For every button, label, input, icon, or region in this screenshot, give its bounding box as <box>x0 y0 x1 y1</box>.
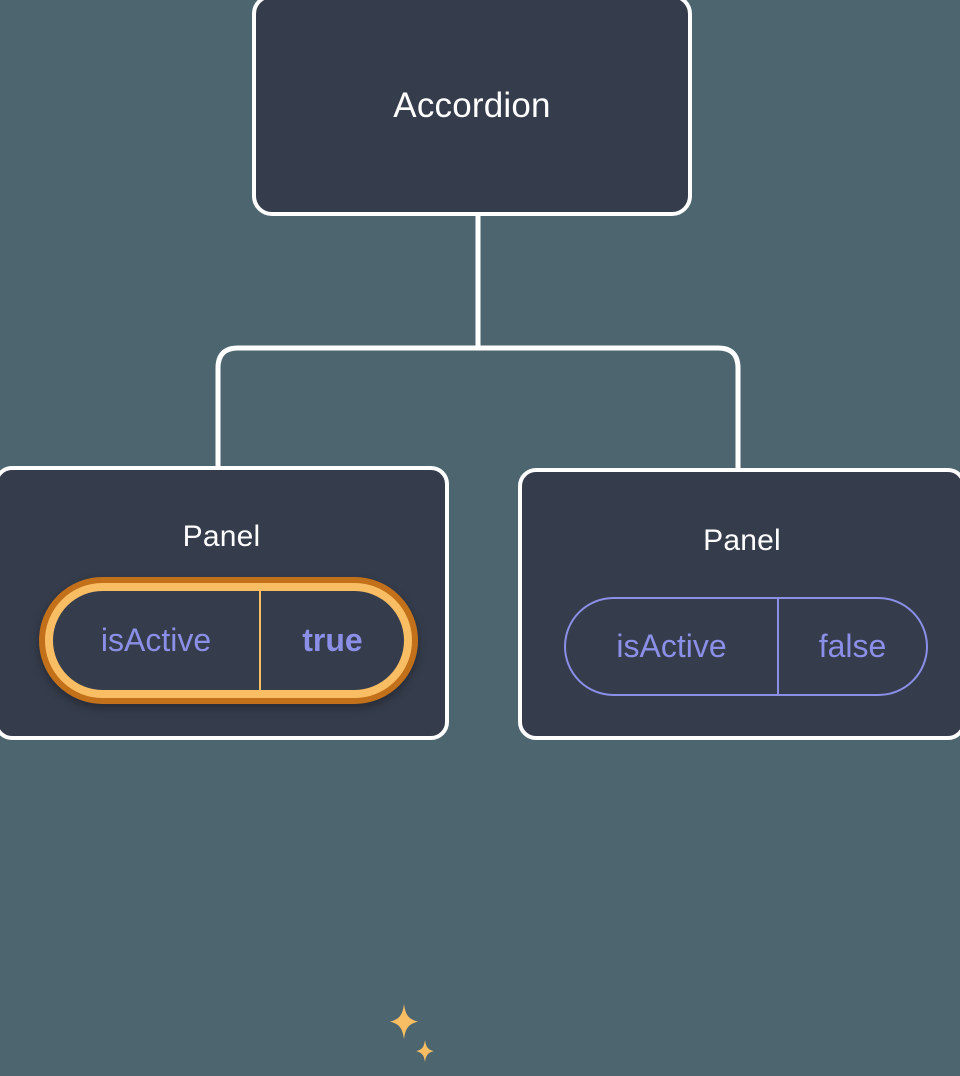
prop-pill-body: isActive true <box>45 583 412 698</box>
connector-branch-left <box>215 345 478 468</box>
prop-key: isActive <box>616 628 727 664</box>
prop-key: isActive <box>100 622 212 658</box>
prop-value: false <box>777 599 926 694</box>
sparkle-large-icon <box>390 1004 418 1040</box>
connector-branch-right <box>478 345 741 470</box>
node-panel-active[interactable]: Panel isActive true <box>0 466 449 1063</box>
prop-value: true <box>259 591 404 690</box>
prop-pill-isactive-false[interactable]: isActive false <box>564 597 928 696</box>
node-panel-inactive-label: Panel <box>703 524 781 557</box>
sparkle-small-icon <box>416 1040 434 1063</box>
node-accordion[interactable]: Accordion <box>252 0 692 216</box>
sparkle-icon <box>390 1004 434 1063</box>
node-panel-inactive[interactable]: Panel isActive false <box>518 468 960 740</box>
node-panel-active-label: Panel <box>182 520 261 553</box>
node-accordion-label: Accordion <box>393 86 551 125</box>
prop-pill-highlight-ring <box>39 577 418 704</box>
prop-pill-isactive-true[interactable]: isActive true <box>39 577 418 704</box>
